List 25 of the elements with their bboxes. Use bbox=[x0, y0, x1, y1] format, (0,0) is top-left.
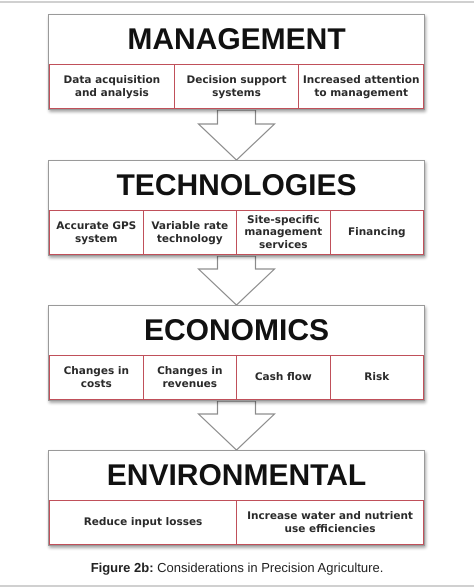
category-panel bbox=[48, 450, 425, 546]
panel-heading: MANAGEMENT bbox=[127, 22, 346, 57]
category-panel bbox=[48, 14, 425, 110]
panel-heading: TECHNOLOGIES bbox=[116, 168, 356, 203]
item-cell: Risk bbox=[330, 355, 424, 400]
category-panel bbox=[48, 305, 425, 401]
category-panel bbox=[48, 160, 425, 256]
item-cell: Increase water and nutrient use efficiencies bbox=[236, 500, 424, 545]
item-cell: Decision support systems bbox=[174, 64, 300, 109]
item-cell: Variable rate technology bbox=[142, 210, 237, 255]
panel-heading: ENVIRONMENTAL bbox=[106, 458, 366, 493]
item-cell: Site-specific management services bbox=[236, 210, 330, 255]
item-cell: Accurate GPS system bbox=[49, 210, 144, 255]
item-cell: Data acquisition and analysis bbox=[49, 64, 175, 109]
block-arrow bbox=[197, 400, 276, 451]
item-cell: Increased attention to management bbox=[298, 64, 424, 109]
item-cell: Changes in costs bbox=[49, 355, 144, 400]
block-arrow bbox=[197, 109, 276, 161]
block-arrow bbox=[197, 255, 276, 306]
item-cell: Reduce input losses bbox=[49, 500, 237, 545]
panel-heading: ECONOMICS bbox=[144, 314, 329, 348]
item-cell: Cash flow bbox=[236, 355, 330, 400]
item-cell: Financing bbox=[330, 210, 424, 255]
item-cell: Changes in revenues bbox=[142, 355, 237, 400]
figure-caption: Figure 2b: Considerations in Precision Agriculture. bbox=[90, 560, 384, 575]
